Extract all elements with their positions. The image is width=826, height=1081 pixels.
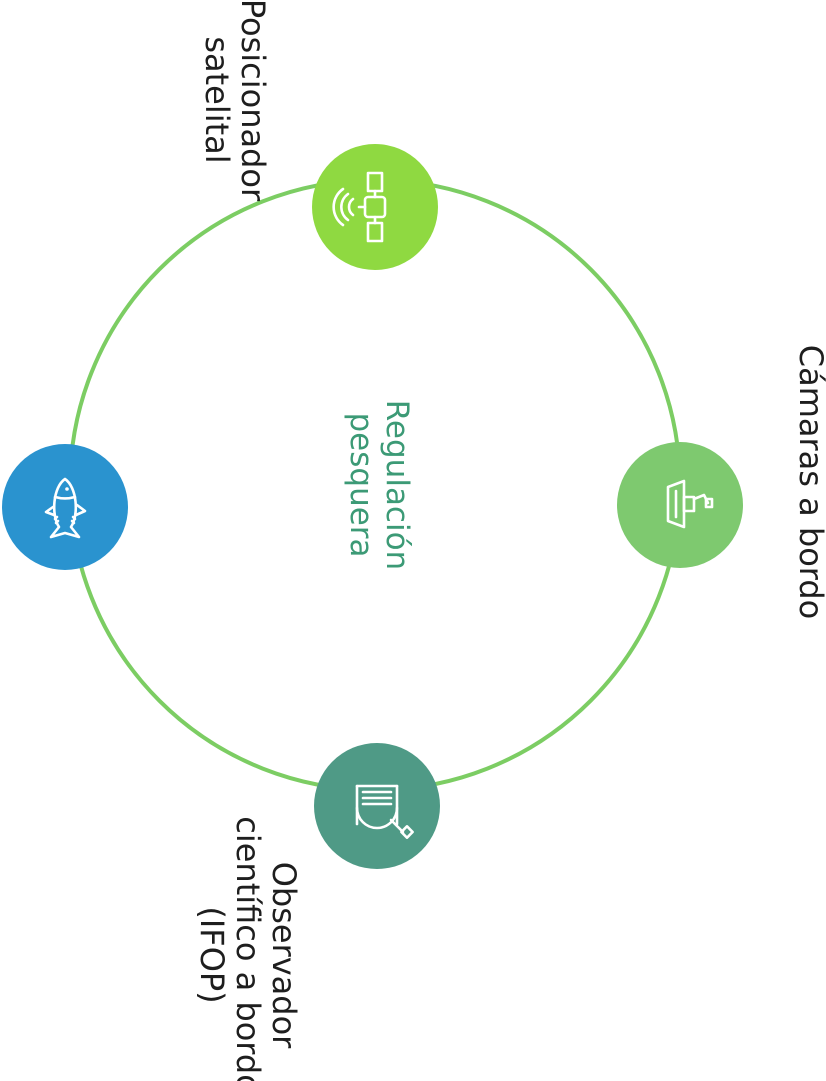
observer-label: Observador científico a bordo (IFOP) — [193, 816, 303, 1081]
cameras-label: Cámaras a bordo — [792, 345, 826, 620]
center-label-line-1: Regulación — [379, 400, 415, 570]
node-observer — [314, 743, 440, 869]
fish-icon — [44, 477, 87, 539]
node-satellite — [312, 144, 438, 270]
satellite-label: Posicionador satelital — [198, 0, 272, 202]
node-fish-circle — [2, 444, 128, 570]
center-label-line-2: pesquera — [343, 412, 379, 557]
satellite-icon — [332, 171, 387, 243]
observer-label-line-3: (IFOP) — [193, 906, 231, 1003]
center-label: Regulación pesquera — [343, 400, 415, 570]
observer-label-line-2: científico a bordo — [229, 816, 267, 1081]
observer-label-line-1: Observador — [265, 862, 303, 1049]
node-cameras — [617, 442, 743, 568]
node-fish — [2, 444, 128, 570]
cameras-label-line-1: Cámaras a bordo — [792, 345, 826, 620]
satellite-label-line-2: satelital — [198, 36, 236, 163]
satellite-label-line-1: Posicionador — [234, 0, 272, 202]
observer-icon — [355, 784, 414, 839]
node-satellite-circle — [312, 144, 438, 270]
camera-icon — [666, 479, 714, 529]
node-cameras-circle — [617, 442, 743, 568]
node-observer-circle — [314, 743, 440, 869]
